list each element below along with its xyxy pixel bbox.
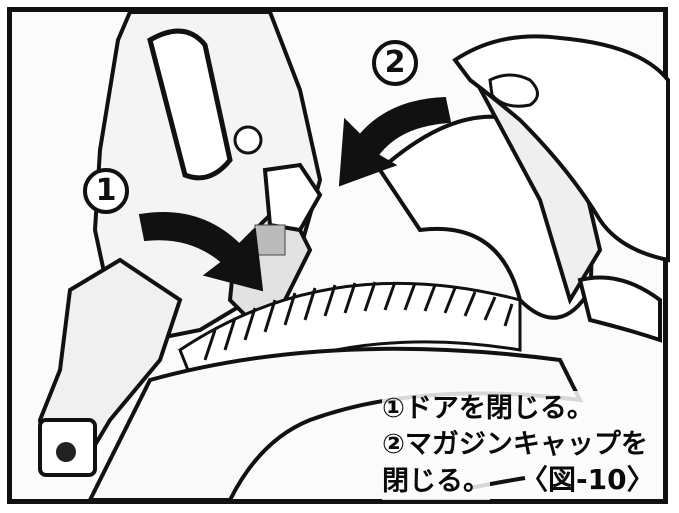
- step-2-marker: 2: [372, 40, 418, 86]
- figure-label: 〈図-10〉: [520, 463, 655, 496]
- arrow-step-1: [138, 212, 264, 292]
- callout-close-magazine-cap: ②マガジンキャップを: [382, 427, 648, 463]
- callout-close-door: ①ドアを閉じる。: [382, 391, 594, 427]
- door-latch: [262, 162, 323, 233]
- step-1-marker: 1: [83, 168, 129, 214]
- arrow-step-2: [338, 96, 452, 187]
- nailer-grip-slot: [147, 28, 233, 181]
- callout-close-magazine-cap-cont: 閉じる。: [382, 464, 490, 500]
- nailer-knob: [233, 125, 263, 155]
